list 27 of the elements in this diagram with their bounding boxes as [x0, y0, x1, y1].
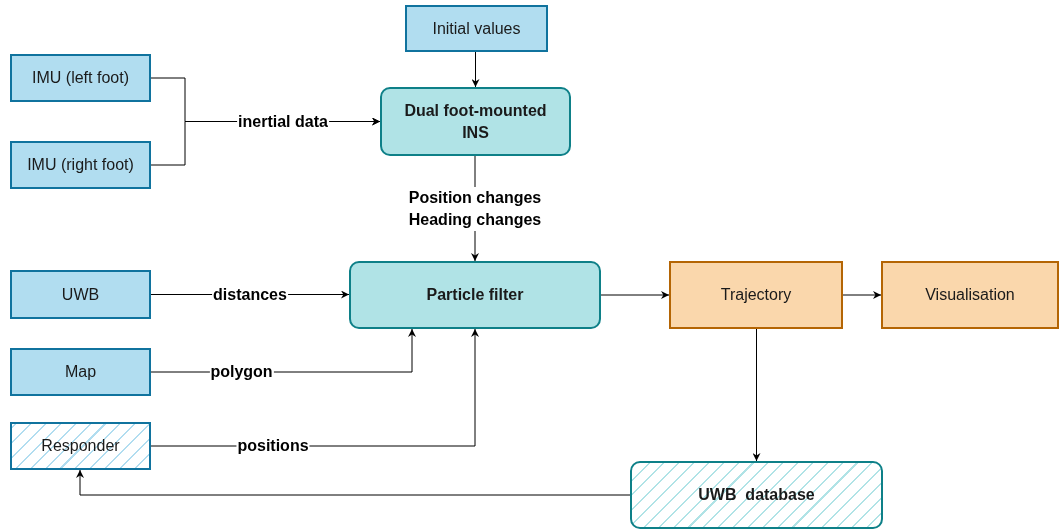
node-label: Map	[64, 362, 97, 382]
arrow	[752, 328, 761, 462]
arrow	[471, 51, 480, 88]
process-box	[10, 348, 151, 396]
node-label: UWB	[61, 284, 100, 305]
hatched-box	[10, 422, 151, 470]
process-box	[380, 87, 571, 156]
process-box	[10, 141, 151, 189]
node-label: Particle filter	[426, 285, 524, 305]
node-label: IMU (right foot)	[27, 155, 134, 175]
node-label: Dual foot-mounted INS	[403, 100, 548, 143]
process-box	[10, 270, 151, 319]
node-label: UWB database	[698, 485, 815, 505]
arrow	[842, 291, 882, 299]
arrow	[600, 291, 670, 299]
process-box	[10, 54, 151, 102]
node-label: Initial values	[432, 18, 521, 39]
node-label: Responder	[41, 436, 120, 456]
node-label: Visualisation	[925, 285, 1015, 305]
process-box	[881, 261, 1059, 329]
node-label: Trajectory	[720, 285, 792, 305]
hatched-box	[630, 461, 883, 529]
process-box	[349, 261, 601, 329]
process-box	[669, 261, 843, 329]
process-box	[405, 5, 548, 52]
node-label: IMU (left foot)	[32, 68, 129, 88]
arrow	[76, 469, 631, 496]
